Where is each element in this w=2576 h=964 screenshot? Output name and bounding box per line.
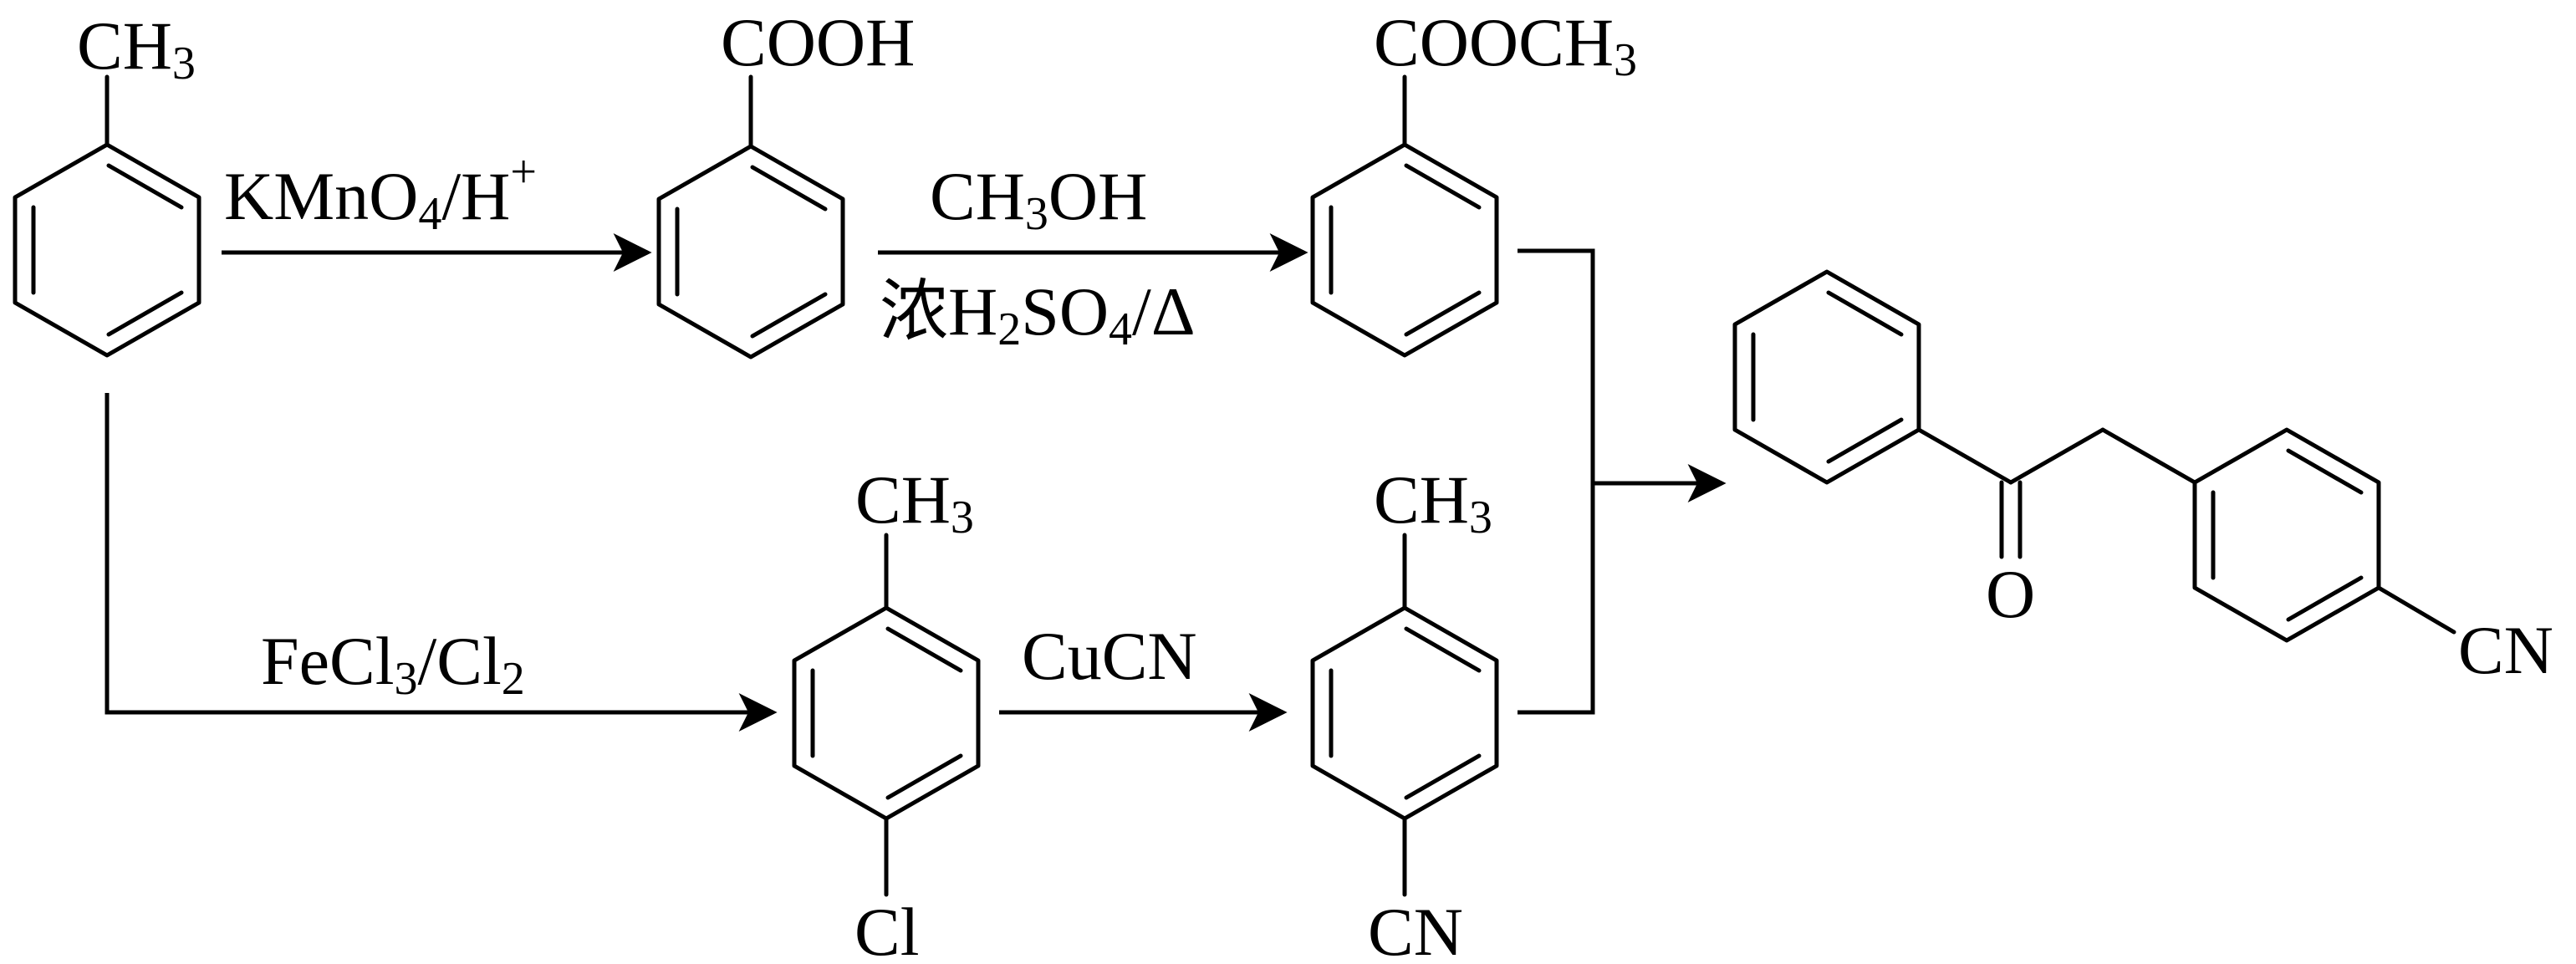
cyanotoluene-methyl-label: CH3 [1374, 462, 1492, 543]
product-phenyl-ring [1732, 269, 1921, 485]
chlorotoluene-chloro-label: Cl [854, 894, 919, 964]
benzoic-acid-cooh-label: COOH [721, 4, 915, 80]
methyl-benzoate-structure: COOCH3 [1310, 4, 1637, 358]
cyanotoluene-cyano-label: CN [1368, 894, 1463, 964]
chlorotoluene-methyl-label: CH3 [855, 462, 974, 543]
cyanation-step: CuCN [999, 618, 1288, 732]
chlorotoluene-structure: CH3 Cl [792, 462, 981, 964]
methyl-benzoate-ester-label: COOCH3 [1374, 4, 1637, 86]
esterification-reagent-bottom: 浓H2SO4/Δ [880, 273, 1196, 355]
product-keto-bridge [1916, 427, 2197, 559]
product-carbonyl-oxygen-label: O [1986, 556, 2035, 632]
combination-step [1518, 248, 1727, 715]
combination-bracket [1518, 248, 1595, 715]
toluene-ring [13, 74, 201, 358]
benzoic-acid-structure: COOH [656, 4, 915, 360]
product-nitrile-label: CN [2458, 612, 2553, 688]
toluene-structure: CH3 [13, 8, 201, 358]
product-structure: O CN [1732, 269, 2553, 688]
oxidation-step: KMnO4/H+ [222, 146, 652, 272]
cyanotoluene-structure: CH3 CN [1310, 462, 1499, 964]
cyanation-reagent-label: CuCN [1022, 618, 1197, 694]
esterification-step: CH3OH 浓H2SO4/Δ [878, 158, 1308, 355]
oxidation-reagent-label: KMnO4/H+ [224, 146, 537, 240]
toluene-methyl-label: CH3 [77, 8, 196, 89]
chlorotoluene-ring [792, 533, 981, 897]
benzoic-acid-ring [656, 74, 845, 360]
chlorination-arrow [105, 393, 778, 732]
chlorination-step: FeCl3/Cl2 [105, 393, 778, 732]
esterification-reagent-top: CH3OH [930, 158, 1147, 240]
product-benzonitrile-ring [2192, 427, 2456, 643]
chlorination-reagent-label: FeCl3/Cl2 [261, 623, 525, 705]
methyl-benzoate-ring [1310, 74, 1499, 358]
cyanotoluene-ring [1310, 533, 1499, 897]
